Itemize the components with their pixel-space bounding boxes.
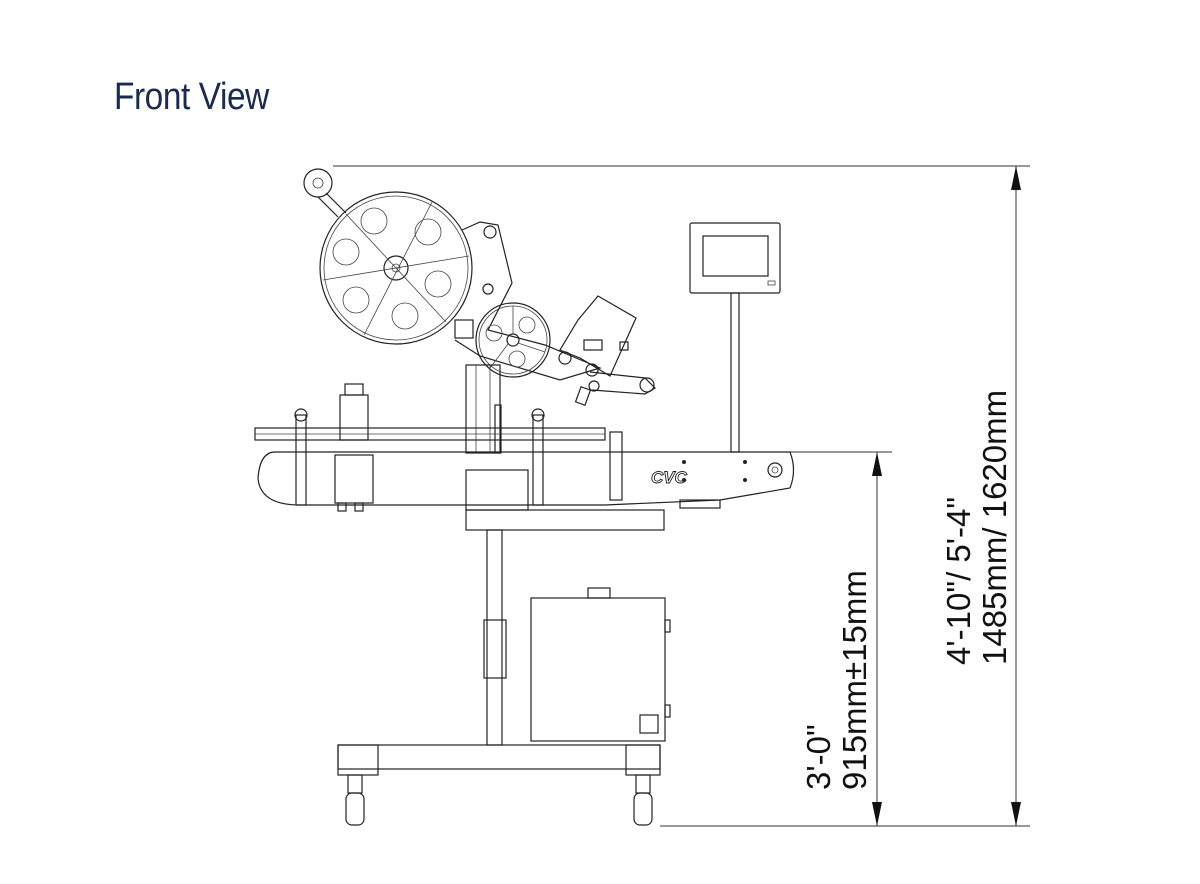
labeler-head — [303, 168, 656, 454]
guide-rail-knob-right — [531, 408, 545, 506]
caster-left — [345, 774, 365, 826]
conveyor-height-imperial: 3'-0" — [800, 724, 837, 790]
hmi-touchscreen — [689, 222, 781, 453]
conveyor: CVC — [254, 383, 795, 512]
overall-height-dimension: 4'-10"/ 5'-4" 1485mm/ 1620mm — [333, 165, 1030, 827]
caster-right — [633, 774, 653, 826]
electrical-cabinet — [530, 587, 671, 742]
label-reel — [319, 191, 473, 345]
overall-height-metric: 1485mm/ 1620mm — [976, 390, 1013, 665]
overall-height-imperial: 4'-10"/ 5'-4" — [940, 497, 977, 665]
guide-rail-knob-left — [294, 408, 308, 506]
page-title: Front View — [114, 76, 269, 118]
cvc-logo: CVC — [651, 468, 688, 487]
stand — [337, 469, 671, 826]
conveyor-height-dimension: 3'-0" 915mm±15mm — [790, 451, 892, 826]
conveyor-height-metric: 915mm±15mm — [836, 570, 873, 790]
rewind-reel — [475, 302, 551, 378]
